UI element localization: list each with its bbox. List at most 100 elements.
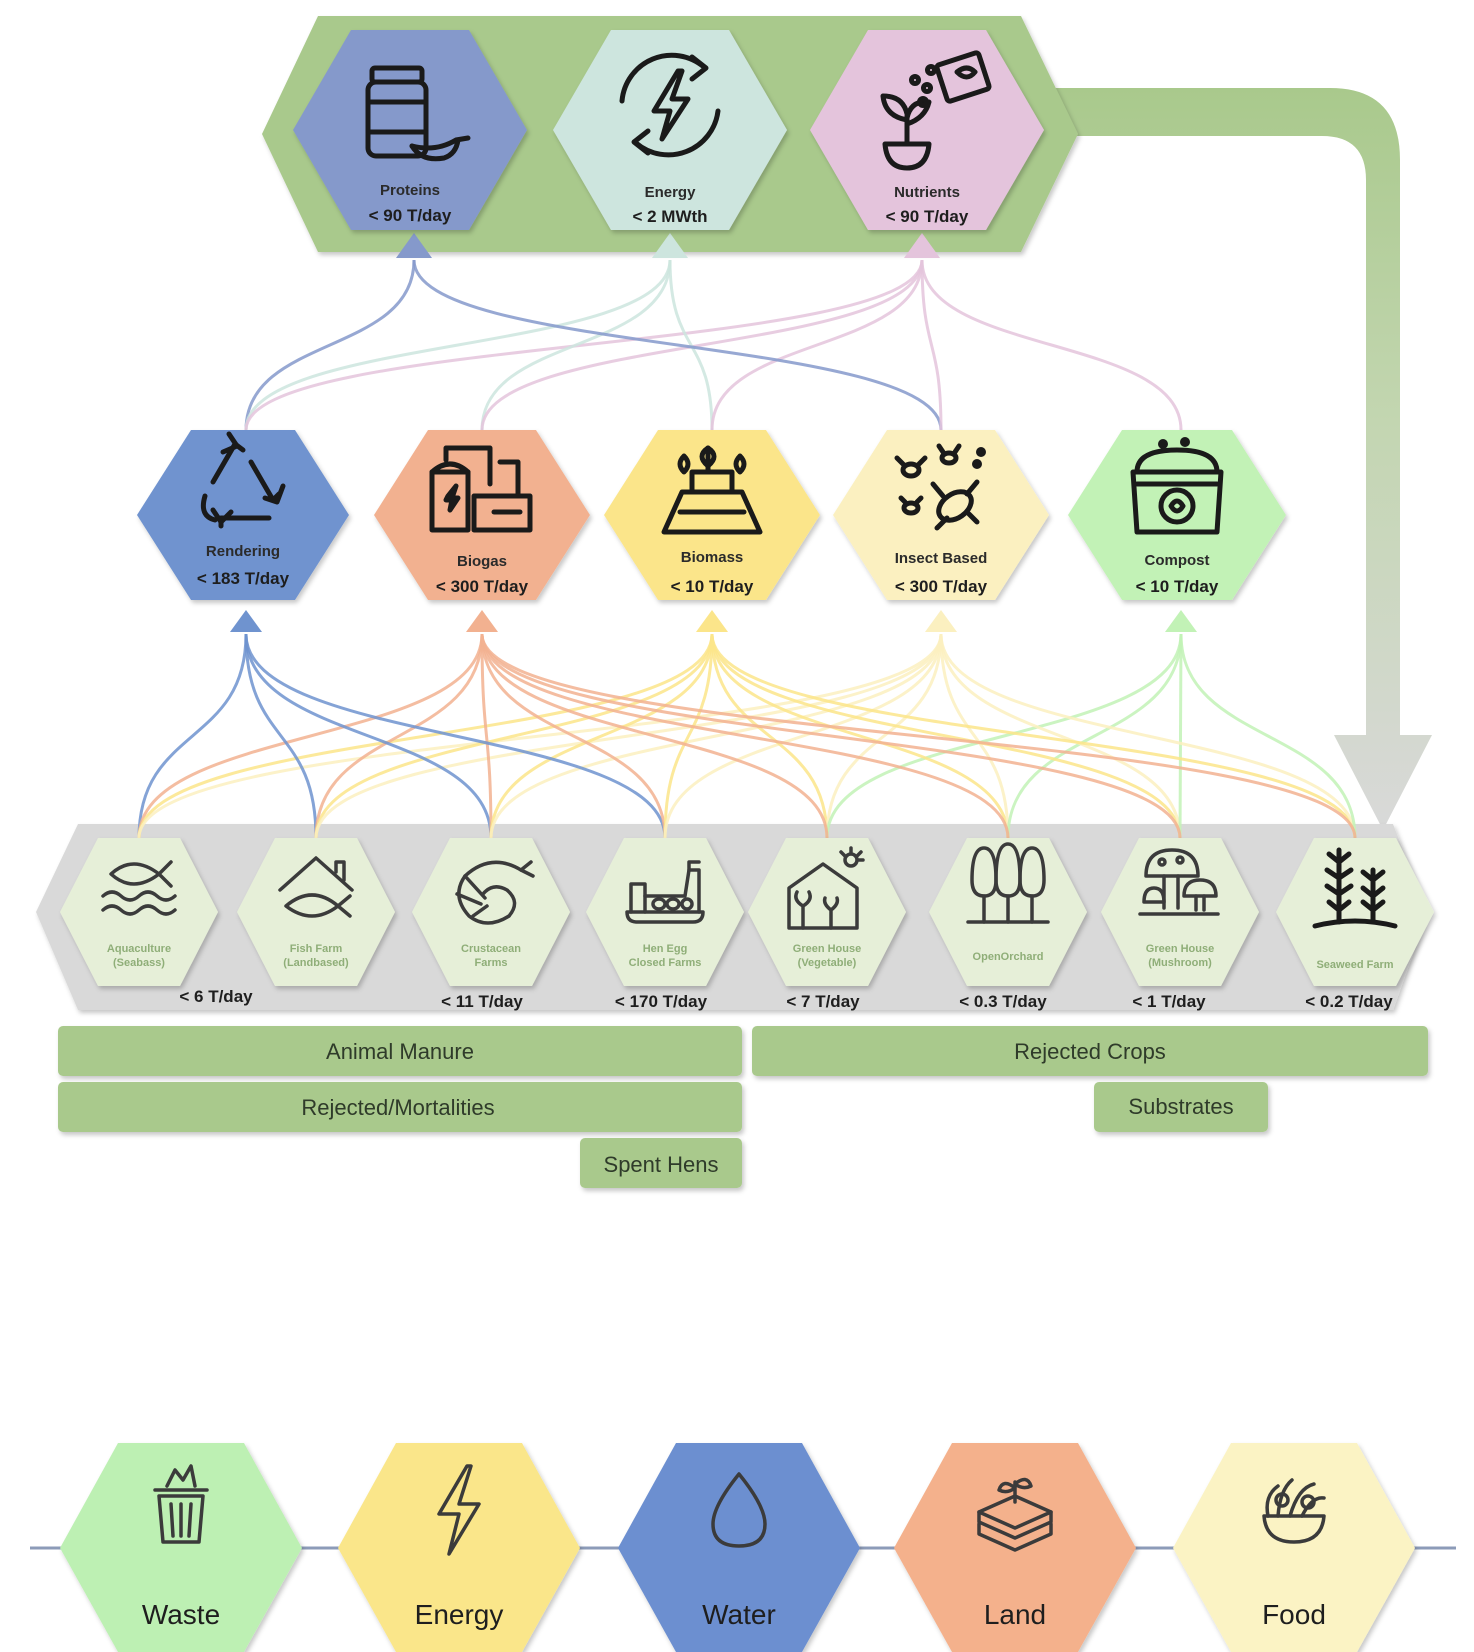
process-hex (1068, 430, 1286, 600)
nexus-waste: Waste (60, 1443, 302, 1652)
process-name: Biogas (457, 553, 507, 570)
output-energy: Energy < 2 MWth (553, 30, 787, 230)
farm-greenhouse-vegetable: Green House (Vegetable) (748, 838, 906, 986)
flow-line-33 (244, 259, 672, 431)
farm-aquaculture: Aquaculture (Seabass) (60, 838, 218, 986)
flow-line-8 (244, 633, 493, 839)
flow-line-40 (920, 259, 943, 431)
flow-line-24 (710, 633, 1182, 839)
process-rendering: Rendering < 183 T/day (137, 430, 349, 600)
waste-bin-icon (153, 1464, 209, 1544)
farm-value: < 0.2 T/day (1305, 992, 1393, 1011)
energy-cycle-icon (619, 52, 721, 158)
output-value: < 2 MWth (632, 207, 707, 226)
farm-name: Fish Farm (290, 943, 343, 955)
output-value: < 90 T/day (369, 206, 452, 225)
flow-line-15 (663, 633, 943, 839)
flow-lines (137, 259, 1357, 839)
biogas-plant-icon (429, 445, 533, 533)
lightning-icon (437, 1464, 481, 1556)
farm-value: < 170 T/day (615, 992, 708, 1011)
farm-name: OpenOrchard (973, 951, 1044, 963)
nexus-energy: Energy (338, 1443, 580, 1652)
process-arrowheads (230, 610, 1197, 632)
farm-hen-egg: Hen Egg Closed Farms (586, 838, 744, 986)
flow-line-7 (314, 633, 943, 839)
stream-bar (58, 1082, 742, 1132)
farm-value: < 6 T/day (179, 987, 253, 1006)
flow-line-9 (480, 633, 493, 839)
farm-hex (237, 838, 395, 986)
insects-icon (894, 443, 986, 531)
flow-line-36 (480, 259, 924, 431)
flow-line-38 (710, 259, 924, 431)
output-nutrients: Nutrients < 90 T/day (810, 30, 1044, 230)
farm-value: < 1 T/day (1132, 992, 1206, 1011)
flow-line-21 (939, 633, 1010, 839)
output-name: Nutrients (894, 184, 960, 201)
farm-name-line2: (Vegetable) (798, 957, 857, 969)
farm-name: Aquaculture (107, 943, 171, 955)
process-hex (137, 430, 349, 600)
flow-line-4 (244, 633, 318, 839)
flow-line-5 (314, 633, 484, 839)
process-name: Compost (1145, 552, 1210, 569)
flow-line-0 (137, 633, 248, 839)
flow-line-37 (668, 259, 714, 431)
farm-name: Green House (793, 943, 861, 955)
flow-line-25 (939, 633, 1182, 839)
farm-name-line2: (Landbased) (283, 957, 349, 969)
nexus-water: Water (618, 1443, 860, 1652)
farm-name-line2: (Mushroom) (1148, 957, 1212, 969)
flow-line-34 (244, 259, 924, 431)
nexus-hex (1173, 1443, 1415, 1652)
process-name: Rendering (206, 543, 280, 560)
fish-waves-icon (101, 860, 177, 916)
flow-line-13 (480, 633, 667, 839)
stream-label: Spent Hens (604, 1152, 719, 1177)
farm-name-line2: (Seabass) (113, 957, 165, 969)
process-insect-based: Insect Based < 300 T/day (833, 430, 1049, 600)
process-value: < 10 T/day (671, 577, 754, 596)
flow-line-22 (1006, 633, 1183, 839)
water-drop-icon (711, 1472, 767, 1548)
farm-name-line2: Farms (474, 957, 507, 969)
process-value: < 10 T/day (1136, 577, 1219, 596)
flow-line-16 (710, 633, 829, 839)
nexus-label: Land (984, 1599, 1046, 1630)
stream-label: Substrates (1128, 1094, 1233, 1119)
nexus-food: Food (1173, 1443, 1415, 1652)
flow-line-17 (825, 633, 943, 839)
nexus-hex (60, 1443, 302, 1652)
flow-line-41 (920, 259, 1183, 431)
process-hex (374, 430, 590, 600)
stream-substrates: Substrates (1094, 1082, 1268, 1132)
stream-label: Rejected Crops (1014, 1039, 1166, 1064)
process-value: < 183 T/day (197, 569, 290, 588)
stream-rejected-crops: Rejected Crops (752, 1026, 1428, 1076)
greenhouse-icon (787, 846, 865, 930)
mushroom-icon (1138, 848, 1220, 916)
process-biomass: Biomass < 10 T/day (604, 430, 820, 600)
fish-house-icon (278, 856, 354, 918)
flow-line-18 (825, 633, 1183, 839)
farm-value: < 11 T/day (441, 992, 523, 1011)
farm-greenhouse-mushroom: Green House (Mushroom) (1101, 838, 1259, 986)
stream-label: Rejected/Mortalities (301, 1095, 494, 1120)
stream-bar (752, 1026, 1428, 1076)
flow-line-32 (244, 259, 416, 431)
farm-name: Seaweed Farm (1316, 959, 1393, 971)
return-arrow (1030, 88, 1432, 830)
seaweed-icon (1312, 847, 1398, 929)
farm-hex (1101, 838, 1259, 986)
land-layers-icon (977, 1477, 1053, 1552)
stream-bar (1094, 1082, 1268, 1132)
nexus-label: Waste (142, 1599, 220, 1630)
compost-bag-icon (1130, 437, 1224, 535)
protein-jar-icon (365, 65, 471, 162)
output-value: < 90 T/day (886, 207, 969, 226)
farm-crustacean: Crustacean Farms (412, 838, 570, 986)
farm-name: Green House (1146, 943, 1214, 955)
output-proteins: Proteins < 90 T/day (293, 30, 527, 230)
hen-icon (625, 860, 705, 924)
